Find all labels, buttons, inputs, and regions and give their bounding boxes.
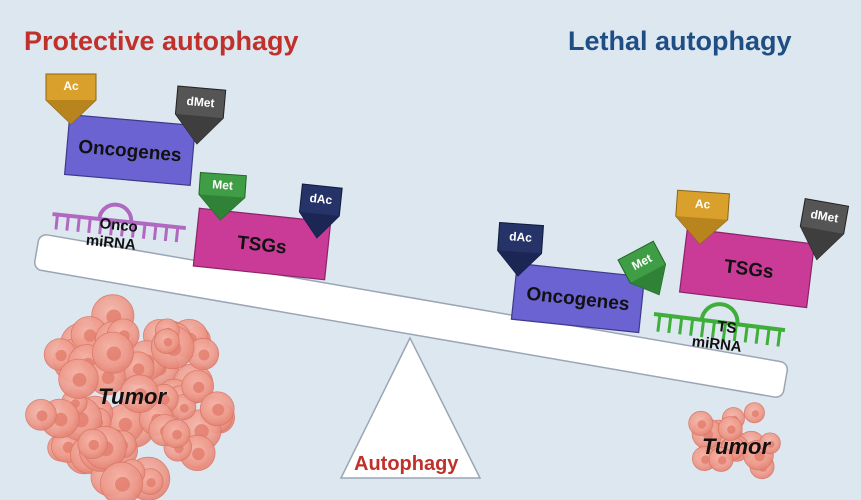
mirna-tick — [743, 326, 749, 343]
ts-mirna-right: TS miRNA — [653, 302, 786, 356]
tumor-cell-nucleus — [106, 346, 122, 361]
dac-tag-label-left-tsgs: dAc — [309, 191, 333, 207]
oncogenes-box-right: Oncogenes — [510, 262, 646, 334]
tumor-cell-nucleus — [146, 478, 156, 488]
ac-tag-left-oncogenes: Ac — [45, 73, 97, 125]
tumor-cell-nucleus — [754, 450, 765, 462]
dmet-tag-label-left-oncogenes: dMet — [186, 94, 215, 110]
met-tag-label-left-tsgs: Met — [212, 177, 234, 192]
mirna-tick — [65, 216, 70, 231]
dac-tag-label-right-oncogenes: dAc — [509, 229, 533, 245]
balance-beam — [33, 234, 789, 398]
tumor-cell-nucleus — [193, 381, 205, 393]
tumor-cell-nucleus — [115, 476, 130, 492]
ac-tag-label-left-oncogenes: Ac — [63, 79, 79, 93]
tsgs-label-left: TSGs — [236, 232, 288, 258]
mirna-tick — [163, 226, 169, 242]
ts-mirna-label-line1: TS — [716, 318, 737, 337]
mirna-tick — [754, 327, 760, 344]
tumor-cell-nucleus — [179, 403, 189, 413]
mirna-tick — [174, 228, 180, 243]
ac-tag-label-right-tsgs: Ac — [695, 197, 712, 212]
onco-mirna-left: Onco miRNA — [52, 202, 186, 254]
met-tag-left-tsgs: Met — [198, 171, 247, 221]
mirna-tick — [667, 316, 673, 334]
mirna-tick — [98, 220, 103, 235]
tumor-cell-nucleus — [36, 410, 48, 422]
mirna-tick — [678, 318, 684, 335]
ts-mirna-label-line2: miRNA — [691, 333, 743, 356]
tsgs-box-left: TSGs — [192, 207, 332, 281]
tumor-cell-nucleus — [767, 440, 775, 448]
tumor-cell-nucleus — [163, 337, 173, 347]
mirna-tick — [76, 217, 81, 232]
tumor-cell-nucleus — [192, 447, 205, 461]
tumor-cell-nucleus — [172, 429, 182, 440]
mirna-tick — [765, 328, 771, 346]
tumor-cell-nucleus — [727, 425, 736, 434]
tumor-cell-nucleus — [697, 420, 706, 429]
tumor-cell-nucleus — [83, 329, 97, 342]
onco-mirna-ticks — [54, 215, 180, 243]
dac-tag-right-oncogenes: dAc — [497, 221, 545, 277]
oncogenes-box-left: Oncogenes — [63, 113, 197, 187]
dmet-tag-label-right-tsgs: dMet — [809, 207, 839, 226]
mirna-tick — [131, 223, 136, 238]
tumor-cell-nucleus — [701, 455, 710, 464]
lethal-autophagy-title: Lethal autophagy — [568, 26, 792, 56]
tumor-cell-nucleus — [55, 349, 67, 362]
tumor-cell-nucleus — [72, 373, 87, 387]
tumor-cell-nucleus — [133, 388, 147, 402]
tumor-cell-nucleus — [159, 394, 170, 405]
mirna-tick — [152, 225, 158, 241]
tumor-large-left — [25, 294, 235, 500]
fulcrum-triangle — [339, 336, 482, 479]
mirna-tick — [776, 330, 782, 347]
tumor-cell-nucleus — [198, 349, 210, 361]
tumor-cell-nucleus — [101, 371, 115, 385]
tumor-cell-nucleus — [212, 403, 225, 416]
mirna-tick — [700, 320, 705, 338]
mirna-tick — [109, 221, 114, 236]
tumor-label-left: Tumor — [98, 384, 167, 409]
dmet-tag-right-tsgs: dMet — [799, 198, 850, 261]
mirna-tick — [141, 224, 147, 239]
mirna-tick — [710, 322, 716, 339]
tumor-label-right: Tumor — [702, 434, 771, 459]
mirna-tick — [54, 215, 59, 230]
fulcrum-autophagy-label: Autophagy — [354, 453, 459, 475]
ac-tag-right-tsgs: Ac — [675, 189, 731, 245]
dmet-tag-left-oncogenes: dMet — [174, 85, 227, 145]
mirna-tick — [656, 315, 662, 332]
tumor-cell-nucleus — [717, 456, 727, 465]
mirna-tick — [721, 323, 727, 340]
tumor-cell-nucleus — [88, 439, 99, 451]
mirna-tick — [689, 319, 695, 336]
tsgs-box-right: TSGs — [678, 227, 816, 309]
tumor-cell-nucleus — [118, 417, 133, 432]
mirna-tick — [120, 222, 125, 237]
tumor-cell-nucleus — [53, 412, 68, 427]
onco-mirna-label-line1: Onco — [99, 215, 139, 236]
dac-tag-left-tsgs: dAc — [298, 183, 343, 239]
mirna-tick — [87, 218, 92, 234]
tumor-cell-nucleus — [132, 363, 145, 376]
protective-autophagy-title: Protective autophagy — [24, 26, 299, 56]
tumor-cell-nucleus — [751, 410, 760, 418]
tumor-small-right — [688, 402, 781, 480]
ts-mirna-ticks — [656, 315, 782, 347]
mirna-tick — [732, 324, 738, 342]
onco-mirna-label-line2: miRNA — [85, 232, 137, 254]
met-tag-right-oncogenes: Met — [617, 240, 667, 296]
tumor-cell-nucleus — [730, 445, 738, 454]
